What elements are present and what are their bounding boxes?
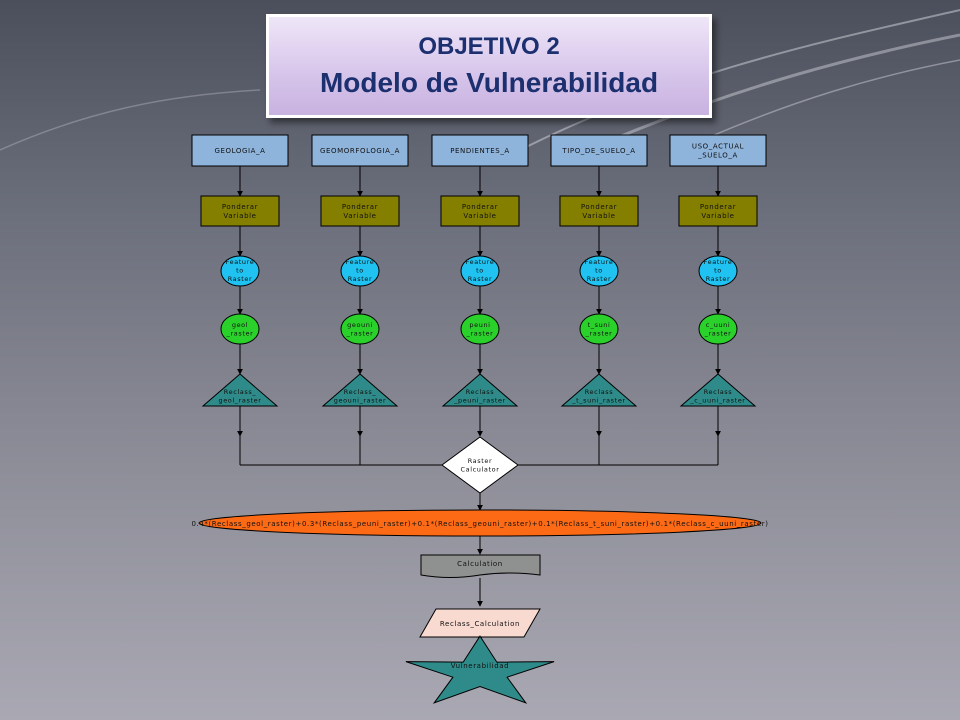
- formula-expression: [198, 509, 762, 537]
- ponderar-variable-label: Variable: [343, 212, 376, 220]
- reclass-tool: [560, 373, 638, 407]
- raster-output-label: peuni: [469, 321, 490, 329]
- raster-calculator-tool: [441, 436, 519, 494]
- calculation-tool: [420, 554, 541, 578]
- ponderar-variable-label: Variable: [582, 212, 615, 220]
- raster-output: [220, 313, 260, 345]
- connectors: [237, 166, 721, 642]
- feature-to-raster-label: Raster: [348, 275, 373, 283]
- raster-output-label: _raster: [704, 330, 732, 338]
- reclass-calculation-label: Reclass_Calculation: [440, 620, 520, 628]
- input-layer-label: TIPO_DE_SUELO_A: [561, 147, 635, 155]
- raster-output: [340, 313, 380, 345]
- feature-to-raster-tool: [698, 255, 738, 287]
- raster-output-label: c_uuni: [706, 321, 731, 329]
- vulnerabilidad-output-star: [405, 635, 555, 704]
- reclass-tool: [321, 373, 399, 407]
- raster-output: [579, 313, 619, 345]
- formula-label: 0.4*(Reclass_geol_raster)+0.3*(Reclass_p…: [191, 520, 768, 528]
- feature-to-raster-label: Raster: [468, 275, 493, 283]
- reclass-label: Reclass_: [344, 388, 377, 396]
- feature-to-raster-tool: [579, 255, 619, 287]
- reclass-label: _peuni_raster: [453, 397, 506, 405]
- feature-to-raster-label: Feature: [704, 258, 733, 266]
- raster-output-label: _raster: [466, 330, 494, 338]
- reclass-tool: [201, 373, 279, 407]
- feature-to-raster-label: to: [356, 266, 364, 274]
- ponderar-variable-box: [678, 195, 758, 227]
- raster-output: [698, 313, 738, 345]
- ponderar-variable-label: Ponderar: [462, 203, 498, 211]
- reclass-label: Reclass: [585, 388, 614, 396]
- ponderar-variable-box: [200, 195, 280, 227]
- ponderar-variable-label: Ponderar: [342, 203, 378, 211]
- feature-to-raster-label: Feature: [346, 258, 375, 266]
- title-box: OBJETIVO 2 Modelo de Vulnerabilidad: [266, 14, 712, 118]
- feature-to-raster-label: to: [714, 266, 722, 274]
- ponderar-variable-box: [320, 195, 400, 227]
- ponderar-variable-label: Ponderar: [581, 203, 617, 211]
- ponderar-variable-box: [440, 195, 520, 227]
- raster-calculator-label: Calculator: [460, 466, 499, 474]
- input-layer-box: [431, 134, 529, 167]
- input-layer-label: GEOMORFOLOGIA_A: [320, 147, 400, 155]
- vulnerabilidad-label: Vulnerabilidad: [451, 662, 509, 670]
- feature-to-raster-label: Feature: [585, 258, 614, 266]
- nodes: GEOLOGIA_APonderarVariableFeaturetoRaste…: [191, 134, 768, 704]
- feature-to-raster-label: to: [476, 266, 484, 274]
- feature-to-raster-tool: [460, 255, 500, 287]
- reclass-calculation-output: [419, 608, 541, 638]
- reclass-label: Reclass: [704, 388, 733, 396]
- ponderar-variable-label: Variable: [223, 212, 256, 220]
- raster-output-label: t_suni: [588, 321, 611, 329]
- raster-calculator-label: Raster: [468, 457, 493, 465]
- title-objective: OBJETIVO 2: [418, 33, 560, 60]
- feature-to-raster-tool: [220, 255, 260, 287]
- reclass-label: Reclass_: [224, 388, 257, 396]
- raster-output-label: _raster: [226, 330, 254, 338]
- input-layer-label: _SUELO_A: [697, 151, 738, 159]
- ponderar-variable-label: Variable: [701, 212, 734, 220]
- feature-to-raster-tool: [340, 255, 380, 287]
- raster-output-label: geouni: [347, 321, 373, 329]
- reclass-label: _t_suni_raster: [571, 397, 625, 405]
- raster-output: [460, 313, 500, 345]
- raster-output-label: geol: [232, 321, 248, 329]
- reclass-label: _c_uuni_raster: [689, 397, 745, 405]
- feature-to-raster-label: to: [595, 266, 603, 274]
- input-layer-box: [311, 134, 409, 167]
- input-layer-box: [550, 134, 648, 167]
- calculation-label: Calculation: [457, 560, 503, 568]
- reclass-label: geouni_raster: [334, 397, 386, 405]
- ponderar-variable-label: Variable: [463, 212, 496, 220]
- input-layer-box: [669, 134, 767, 167]
- feature-to-raster-label: Feature: [466, 258, 495, 266]
- ponderar-variable-label: Ponderar: [700, 203, 736, 211]
- reclass-tool: [441, 373, 519, 407]
- feature-to-raster-label: Raster: [228, 275, 253, 283]
- input-layer-box: [191, 134, 289, 167]
- reclass-label: Reclass: [466, 388, 495, 396]
- title-model: Modelo de Vulnerabilidad: [319, 67, 659, 98]
- ponderar-variable-box: [559, 195, 639, 227]
- input-layer-label: PENDIENTES_A: [450, 147, 510, 155]
- ponderar-variable-label: Ponderar: [222, 203, 258, 211]
- feature-to-raster-label: Raster: [706, 275, 731, 283]
- input-layer-label: USO_ACTUAL: [692, 142, 744, 150]
- reclass-tool: [679, 373, 757, 407]
- raster-output-label: _raster: [346, 330, 374, 338]
- reclass-label: geol_raster: [218, 397, 261, 405]
- feature-to-raster-label: to: [236, 266, 244, 274]
- feature-to-raster-label: Feature: [226, 258, 255, 266]
- input-layer-label: GEOLOGIA_A: [214, 147, 265, 155]
- feature-to-raster-label: Raster: [587, 275, 612, 283]
- raster-output-label: _raster: [585, 330, 613, 338]
